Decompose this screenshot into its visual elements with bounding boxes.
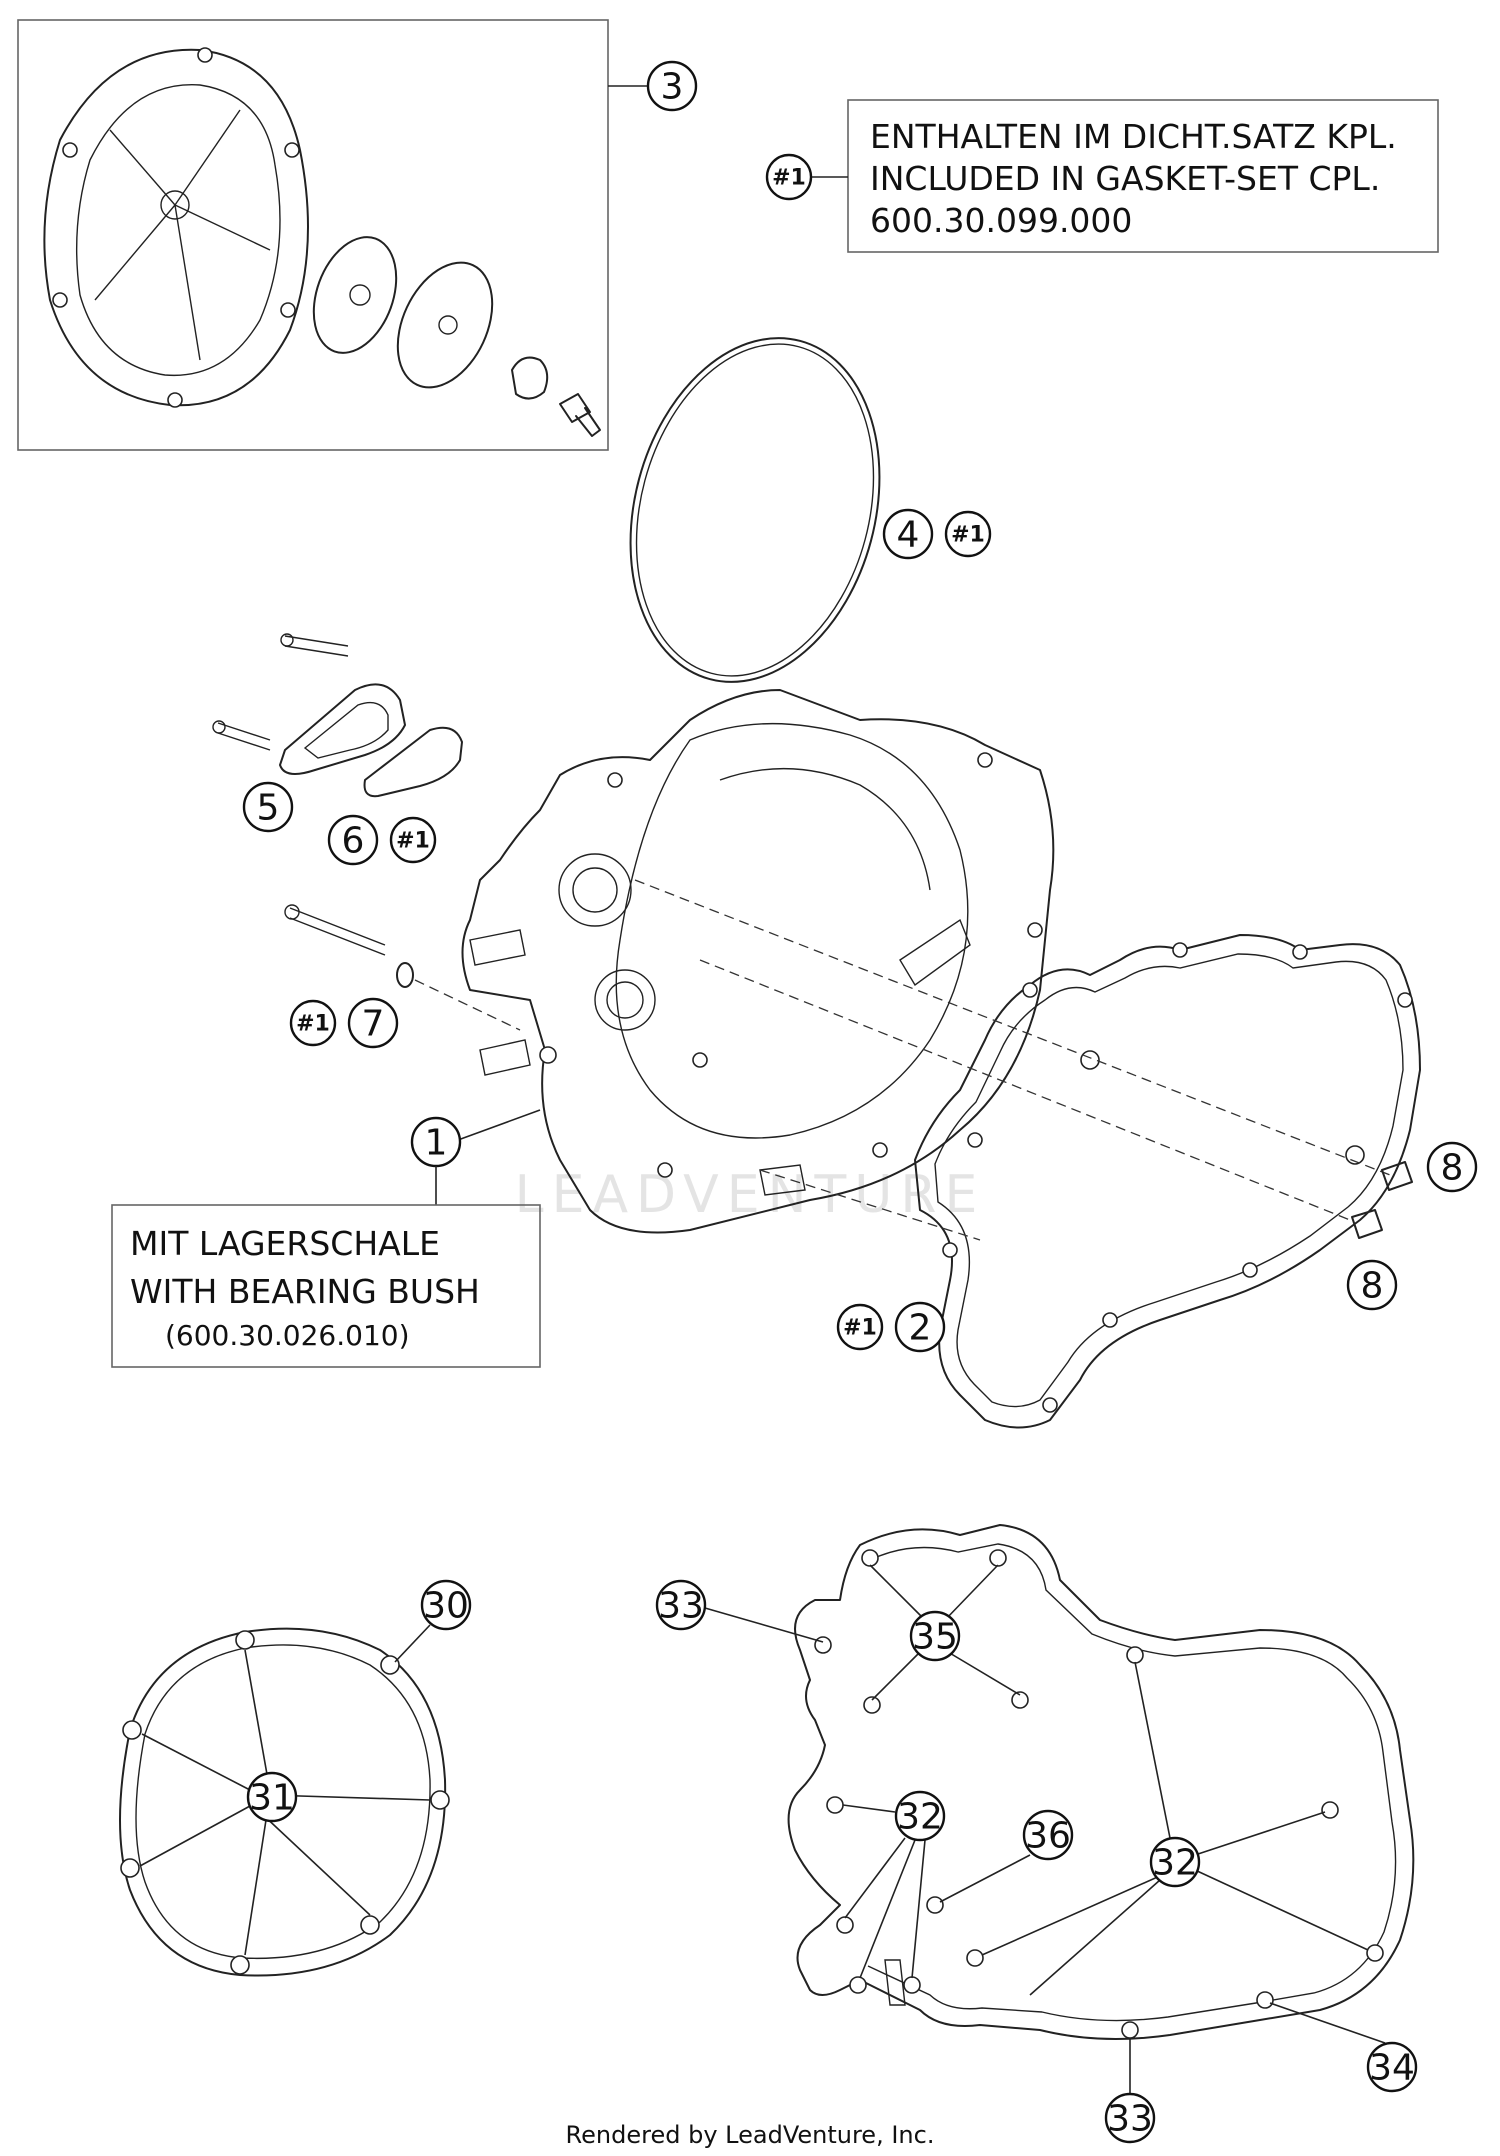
leaders-35 — [869, 1564, 1021, 1701]
svg-text:#1: #1 — [772, 166, 806, 191]
svg-text:6: 6 — [342, 821, 365, 862]
callout-33-lower: 33 — [1104, 2092, 1156, 2144]
callout-3: 3 — [646, 60, 698, 112]
assembly-frame — [17, 19, 609, 451]
gasket-ref-4: #1 — [944, 510, 992, 558]
callout-5: 5 — [242, 781, 294, 833]
cover-gasket — [914, 934, 1421, 1429]
svg-text:31: 31 — [249, 1778, 295, 1819]
bearing-note-frame — [111, 1204, 541, 1368]
bearing-note-line1: MIT LAGERSCHALE — [130, 1224, 440, 1263]
svg-text:33: 33 — [658, 1586, 704, 1627]
callout-32-left: 32 — [894, 1790, 946, 1842]
svg-text:#1: #1 — [396, 829, 430, 854]
svg-text:7: 7 — [362, 1004, 385, 1045]
gasket-ref-7: #1 — [289, 999, 337, 1047]
callout-4: 4 — [882, 508, 934, 560]
dowel-pin-1 — [1381, 1161, 1413, 1191]
bearing-bush-note: MIT LAGERSCHALE WITH BEARING BUSH (600.3… — [111, 1204, 541, 1368]
svg-text:32: 32 — [1152, 1843, 1198, 1884]
svg-text:#1: #1 — [951, 523, 985, 548]
callout-6: 6 — [327, 814, 379, 866]
footer-credit: Rendered by LeadVenture, Inc. — [566, 2121, 935, 2149]
callout-36: 36 — [1022, 1809, 1074, 1861]
svg-text:5: 5 — [257, 788, 280, 829]
bearing-note-line2: WITH BEARING BUSH — [130, 1272, 480, 1311]
svg-text:33: 33 — [1107, 2099, 1153, 2140]
svg-text:30: 30 — [423, 1586, 469, 1627]
leaders-32-right — [981, 1661, 1369, 1996]
callout-30: 30 — [420, 1579, 472, 1631]
callout-32-right: 32 — [1149, 1836, 1201, 1888]
callout-33-upper: 33 — [655, 1579, 707, 1631]
svg-text:1: 1 — [425, 1123, 448, 1164]
svg-text:2: 2 — [909, 1308, 932, 1349]
svg-text:8: 8 — [1361, 1266, 1384, 1307]
seal-ring — [396, 962, 414, 988]
washer — [511, 356, 549, 400]
long-screw — [289, 907, 386, 956]
callout-2: 2 — [894, 1301, 946, 1353]
inspection-cover — [312, 236, 398, 354]
callout-1: 1 — [410, 1116, 462, 1168]
svg-text:#1: #1 — [296, 1012, 330, 1037]
clutch-cover-assembly — [17, 19, 609, 451]
o-ring — [629, 337, 881, 683]
callout-35: 35 — [909, 1610, 961, 1662]
gasket-ref-note: #1 — [765, 153, 813, 201]
water-pump-cover — [212, 633, 406, 775]
dowel-pin-2 — [1351, 1209, 1383, 1239]
clutch-cover — [43, 48, 309, 407]
svg-text:#1: #1 — [843, 1316, 877, 1341]
callout-8-upper: 8 — [1426, 1141, 1478, 1193]
seal-disc — [396, 261, 494, 389]
gasket-note-line2: INCLUDED IN GASKET-SET CPL. — [870, 159, 1380, 198]
svg-text:34: 34 — [1369, 2048, 1415, 2089]
gasket-note-line3: 600.30.099.000 — [870, 201, 1132, 240]
callout-34: 34 — [1366, 2041, 1418, 2093]
gasket-note-line1: ENTHALTEN IM DICHT.SATZ KPL. — [870, 117, 1397, 156]
svg-text:32: 32 — [897, 1797, 943, 1838]
svg-text:35: 35 — [912, 1617, 958, 1658]
callout-31: 31 — [246, 1771, 298, 1823]
clutch-cover-gasket-ring — [119, 1627, 450, 1977]
svg-text:3: 3 — [661, 67, 684, 108]
pump-cover-gasket — [363, 726, 463, 798]
gasket-set-frame — [847, 99, 1439, 253]
callout-7: 7 — [347, 997, 399, 1049]
leaders-32-left — [842, 1804, 926, 1979]
gasket-ref-6: #1 — [389, 816, 437, 864]
svg-text:36: 36 — [1025, 1816, 1071, 1857]
cover-screw — [559, 393, 601, 437]
crankcase-cover-outline — [787, 1524, 1415, 2040]
gasket-ref-2: #1 — [836, 1303, 884, 1351]
bearing-note-line3: (600.30.026.010) — [165, 1319, 410, 1352]
callout-8-lower: 8 — [1346, 1259, 1398, 1311]
crankcase-cover — [461, 689, 1055, 1234]
svg-text:8: 8 — [1441, 1148, 1464, 1189]
gasket-set-note: ENTHALTEN IM DICHT.SATZ KPL. INCLUDED IN… — [847, 99, 1439, 253]
svg-text:4: 4 — [897, 515, 920, 556]
